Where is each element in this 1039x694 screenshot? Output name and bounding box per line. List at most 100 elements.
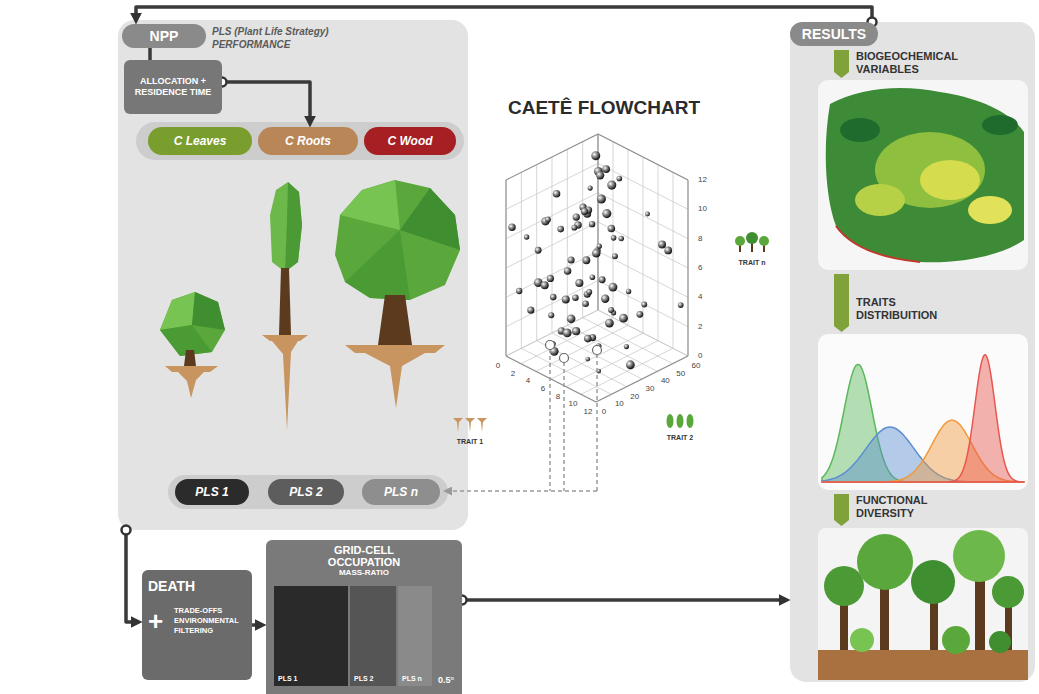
selection-lines: [443, 490, 597, 492]
cube-grid-line: [506, 134, 598, 180]
trait-point: [573, 213, 580, 220]
grid-resolution: 0.5°: [438, 675, 454, 685]
trait-point: [608, 307, 614, 313]
pill-text: PLS 1: [195, 485, 228, 499]
trait-point: [568, 257, 575, 264]
trait-point: [581, 208, 588, 215]
trait-point: [545, 217, 551, 223]
trait-point: [535, 247, 542, 254]
selected-points: [593, 346, 602, 355]
axis-tick: 12: [698, 176, 707, 184]
big-tree-figure: [378, 295, 412, 345]
cube-grid-line: [583, 318, 673, 364]
carbon-pool-pill: C Roots: [258, 127, 358, 155]
connector-dot: [122, 526, 131, 535]
cube-edge: [505, 180, 506, 356]
trait-point: [645, 212, 650, 217]
results-chevrons: [834, 274, 849, 332]
cube-grid-line: [688, 180, 689, 356]
pill-band: [136, 122, 464, 160]
trait-point: [626, 360, 635, 369]
trait-point: [609, 283, 618, 292]
axis-tick: 2: [511, 370, 515, 378]
forest-figure: [989, 631, 1011, 653]
trait-point: [592, 249, 601, 258]
selected-points: [546, 341, 602, 363]
big-tree-figure: [345, 345, 445, 353]
forest-figure: [992, 576, 1024, 608]
biomass-map: [818, 80, 1028, 270]
trait-point: [564, 267, 572, 275]
trait-label: TRAIT 1: [457, 438, 483, 445]
panel-heading: PLS (Plant Life Strategy) PERFORMANCE: [212, 26, 377, 51]
axis-tick: 12: [584, 408, 593, 416]
trait-point: [524, 234, 529, 239]
trait-point: [572, 294, 579, 301]
tall-tree-figure: [262, 335, 308, 341]
tree-icons: [759, 236, 769, 246]
performance-panel: PLS (Plant Life Strategy) PERFORMANCENPP…: [118, 20, 468, 530]
axis-tick: 0: [602, 408, 606, 416]
cube-grid-line: [598, 134, 599, 310]
axis-tick: 4: [526, 377, 530, 385]
pill-text: RESULTS: [790, 22, 878, 46]
pill-band: [136, 122, 464, 509]
process-text: ALLOCATION + RESIDENCE TIME: [134, 76, 212, 99]
cube-grid-line: [658, 165, 659, 341]
root-icons: [477, 418, 487, 432]
pill-text: C Roots: [285, 134, 331, 148]
pill-band: [168, 475, 448, 509]
results-heading: FUNCTIONAL DIVERSITY: [856, 494, 974, 519]
axis-tick: 20: [630, 393, 639, 401]
selection-lines: [443, 349, 597, 491]
trait-point: [664, 247, 672, 255]
trait-point: [607, 181, 616, 190]
tall-tree-figure: [262, 182, 308, 430]
axis-tick: 6: [698, 264, 702, 272]
biomass-map: [818, 80, 1028, 270]
bar-text: PLS 2: [354, 675, 373, 682]
axis-tick: 0: [496, 362, 500, 370]
results-chevrons: [834, 494, 849, 526]
axis-tick: 30: [646, 385, 655, 393]
forest-figure: [911, 560, 955, 604]
trait-point: [527, 307, 534, 314]
selection-lines: [563, 362, 565, 491]
cube-grid-line: [582, 142, 583, 318]
trait-point: [626, 289, 631, 294]
trait-point: [588, 186, 593, 191]
leaf-icons: [667, 414, 674, 428]
selection-lines: [549, 349, 551, 491]
occupation-box: GRID-CELL OCCUPATIONMASS-RATIOPLS 1PLS 2…: [266, 540, 462, 694]
mass-ratio-bar: PLS 1: [274, 586, 348, 686]
trait-point: [590, 274, 596, 280]
axis-tick: 60: [692, 362, 701, 370]
leaf-icons: [667, 414, 694, 428]
trait-point: [572, 327, 580, 335]
root-icons: [453, 418, 463, 432]
root-icons: [453, 418, 487, 432]
trait-point: [641, 302, 647, 308]
trait-distribution-chart: [818, 334, 1028, 490]
trait-point: [658, 240, 666, 248]
pls-pill: PLS 1: [175, 479, 249, 505]
trait-point: [584, 335, 592, 343]
flow-connector: [136, 7, 872, 22]
axis-tick: 6: [541, 385, 545, 393]
axis-tick: 10: [615, 400, 624, 408]
cube-edge: [687, 180, 688, 356]
forest-figure: [942, 626, 970, 654]
cube-grid-line: [598, 310, 688, 356]
results-chevrons: [834, 50, 849, 78]
selected-points: [560, 354, 569, 363]
selection-lines: [596, 354, 598, 491]
big-tree-figure: [340, 180, 400, 230]
leaf-icons: [677, 414, 684, 428]
cube-edge: [506, 134, 598, 180]
axis-tick: 10: [698, 205, 707, 213]
process-text: DEATH: [148, 578, 246, 594]
forest-figure: [818, 528, 1028, 680]
bush-figure: [192, 292, 225, 330]
biomass-map: [968, 196, 1012, 224]
process-box: ALLOCATION + RESIDENCE TIME: [124, 60, 222, 114]
